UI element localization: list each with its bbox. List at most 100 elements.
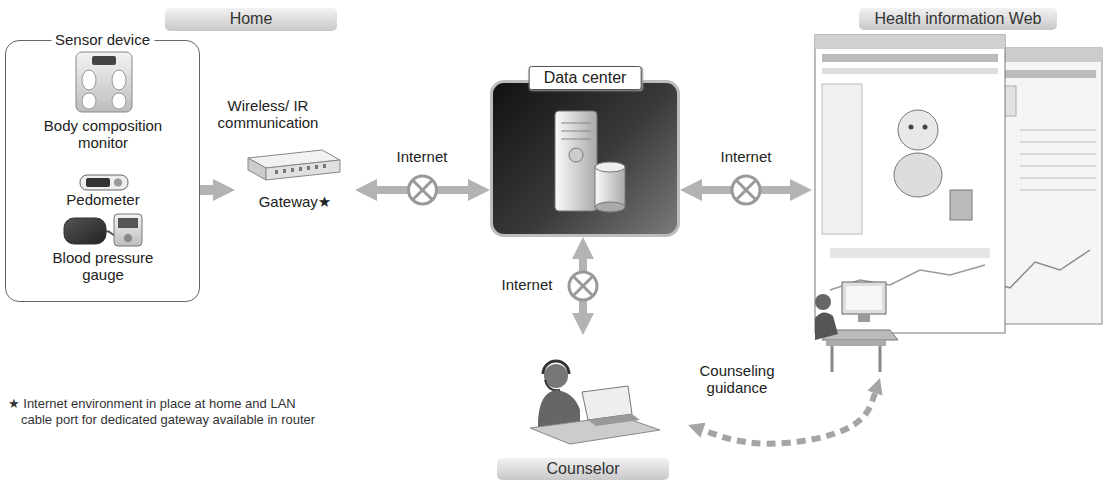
internet-symbol-part xyxy=(413,181,432,200)
internet-symbol xyxy=(409,176,437,204)
internet-symbol xyxy=(732,176,760,204)
user-at-computer xyxy=(815,282,898,372)
node-text: Home xyxy=(165,8,337,31)
internet-symbol-part xyxy=(569,272,597,300)
web-screenshot-part-part xyxy=(1020,142,1096,143)
user-at-computer-part xyxy=(831,346,834,372)
web-screenshot-part xyxy=(815,35,1005,49)
internet-symbol-part xyxy=(737,181,756,200)
web-screenshot-part-part xyxy=(1020,130,1096,131)
internet-symbol xyxy=(569,272,597,300)
gateway-icon-part-part xyxy=(299,167,302,171)
blood-pressure-icon xyxy=(64,214,142,246)
blood-pressure-icon-part xyxy=(114,214,142,246)
node-text: Gateway★ xyxy=(259,193,332,210)
server-icon-part xyxy=(561,123,591,124)
web-screenshot-part xyxy=(830,248,990,258)
user-at-computer-part xyxy=(815,312,838,340)
user-at-computer-part xyxy=(858,314,870,322)
web-screenshot-part-part xyxy=(1020,178,1096,179)
edge-label: Counseling guidance xyxy=(692,362,782,397)
edge-label: Internet xyxy=(390,148,454,165)
counselor-figure-part xyxy=(543,361,569,374)
user-at-computer-part xyxy=(879,346,882,372)
server-icon-part xyxy=(569,148,583,162)
web-screenshot-part xyxy=(822,54,998,62)
server-icon-part xyxy=(595,167,625,207)
web-screenshot xyxy=(815,35,1102,333)
node-text: Blood pressure gauge xyxy=(43,249,163,284)
footnote: ★ Internet environment in place at home … xyxy=(8,396,321,427)
counselor-figure-part xyxy=(582,386,632,420)
gateway-icon-part-part xyxy=(275,170,278,174)
server-icon-part xyxy=(595,202,625,212)
web-screenshot-part xyxy=(894,153,942,197)
device-label: Pedometer xyxy=(43,191,163,208)
pedometer-icon-part xyxy=(86,178,110,187)
scale-icon-part xyxy=(92,56,116,65)
web-screenshot-part xyxy=(950,190,972,220)
internet-symbol-part xyxy=(732,176,760,204)
connector-group xyxy=(703,393,875,444)
pedometer-icon-part xyxy=(80,175,128,190)
internet-symbol-part xyxy=(574,277,593,296)
blood-pressure-icon-part xyxy=(124,234,132,242)
device-label: Blood pressure gauge xyxy=(43,249,163,284)
web-panel: Health information Web xyxy=(812,8,1104,378)
blood-pressure-icon-part xyxy=(118,218,138,228)
gateway-icon-part xyxy=(248,158,266,180)
gateway-icon-part-part xyxy=(291,168,294,172)
web-screenshot-part xyxy=(1020,130,1096,190)
connector-group xyxy=(702,176,790,204)
server-icon xyxy=(493,83,677,234)
scale-icon-part xyxy=(82,70,96,90)
gateway-icon-part-part xyxy=(323,164,326,168)
section-header: Home xyxy=(165,8,337,31)
gateway-icon xyxy=(248,150,340,180)
gateway-icon-part-part xyxy=(283,169,286,173)
internet-symbol-part xyxy=(413,181,432,200)
scale-icon-part xyxy=(112,70,126,90)
edge-label: Internet xyxy=(714,148,778,165)
gateway-icon-part xyxy=(275,164,326,174)
user-at-computer-part xyxy=(842,282,886,314)
node-text: Counselor xyxy=(497,458,670,480)
connector-group xyxy=(377,176,468,204)
gateway-icon-part-part xyxy=(315,165,318,169)
web-screenshot-part xyxy=(822,68,998,74)
server-icon-part xyxy=(595,162,625,172)
scale-icon xyxy=(76,52,132,112)
scale-icon-part xyxy=(76,52,132,112)
internet-symbol-part xyxy=(409,176,437,204)
dashed-connector xyxy=(703,393,875,444)
scale-icon-part xyxy=(112,93,126,109)
user-at-computer-part xyxy=(846,286,882,310)
data-center-box: Data center xyxy=(490,80,680,237)
internet-symbol-part xyxy=(574,277,593,296)
gateway-icon-part xyxy=(266,160,340,180)
gateway-box: Gateway★ xyxy=(235,140,355,212)
web-screenshot-part xyxy=(909,125,914,130)
counselor-figure xyxy=(530,361,660,444)
web-screenshot-part xyxy=(822,84,862,234)
node-text: Body composition monitor xyxy=(43,117,163,152)
server-icon-part xyxy=(561,131,591,132)
edge-label: Internet xyxy=(495,276,559,293)
edge-label: Wireless/ IR communication xyxy=(203,97,333,132)
user-at-computer-part xyxy=(815,294,831,310)
user-at-computer-part xyxy=(826,340,886,346)
web-screenshot-part-part xyxy=(1020,154,1096,155)
counselor-figure-part xyxy=(588,414,640,426)
web-screenshot-part xyxy=(923,125,928,130)
blood-pressure-icon-part xyxy=(64,218,106,244)
counselor-panel: Counselor xyxy=(478,335,688,480)
device-label: Body composition monitor xyxy=(43,117,163,152)
counselor-figure-part xyxy=(545,380,560,390)
connector-group xyxy=(569,259,597,313)
node-text: Pedometer xyxy=(43,191,163,208)
scale-icon-part xyxy=(82,93,96,109)
server-icon-part xyxy=(555,111,597,211)
server-icon-part xyxy=(561,139,591,140)
web-screenshot-part-part xyxy=(1020,190,1096,191)
connector xyxy=(200,185,213,195)
